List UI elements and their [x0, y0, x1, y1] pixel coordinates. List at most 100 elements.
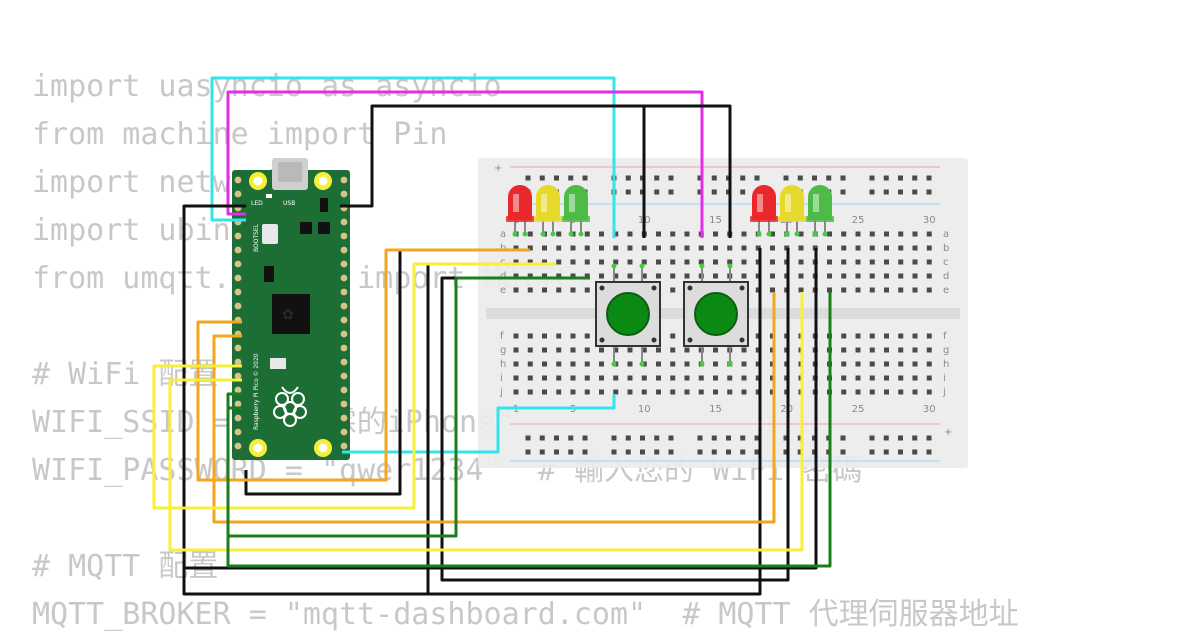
row-letter-label: d — [943, 271, 949, 282]
breadboard-hole — [527, 347, 533, 353]
breadboard-hole — [855, 231, 861, 237]
breadboard-hole — [584, 333, 590, 339]
breadboard-hole — [741, 361, 747, 367]
breadboard-hole — [527, 245, 533, 251]
breadboard-hole — [542, 375, 547, 381]
breadboard-hole — [527, 273, 533, 279]
breadboard-hole — [627, 231, 633, 237]
breadboard-hole — [741, 375, 747, 381]
breadboard-hole — [698, 375, 704, 381]
breadboard-hole — [599, 273, 604, 279]
wire-yellow-2 — [168, 292, 804, 552]
breadboard-hole — [556, 347, 562, 353]
breadboard-hole — [741, 231, 747, 237]
breadboard-hole — [841, 347, 847, 353]
pico-pin-left — [234, 400, 242, 408]
breadboard-hole — [741, 347, 747, 353]
breadboard-hole — [656, 389, 661, 395]
breadboard-hole — [912, 273, 918, 279]
breadboard-hole — [556, 273, 562, 279]
breadboard-hole — [912, 231, 918, 237]
rail-hole — [668, 435, 674, 441]
pico-pin-right — [340, 442, 348, 450]
rail-hole — [883, 175, 889, 181]
rail-hole — [898, 189, 903, 195]
breadboard-hole — [770, 231, 775, 237]
breadboard-hole — [869, 347, 875, 353]
breadboard-hole — [513, 287, 519, 293]
breadboard-hole — [698, 245, 704, 251]
breadboard-hole — [542, 333, 547, 339]
breadboard-hole — [898, 375, 904, 381]
code-line: # WiFi 配置 — [32, 357, 219, 392]
breadboard-hole — [869, 273, 875, 279]
breadboard-hole — [570, 389, 576, 395]
breadboard-hole — [584, 273, 590, 279]
breadboard-hole — [755, 389, 761, 395]
breadboard-hole — [684, 389, 690, 395]
pico-pin-left — [234, 274, 242, 282]
breadboard-hole — [926, 287, 932, 293]
rail-hole — [625, 189, 631, 195]
breadboard-hole — [584, 361, 590, 367]
pico-pin-left — [234, 358, 242, 366]
rail-hole — [840, 449, 846, 455]
rail-hole — [568, 175, 574, 181]
breadboard-hole — [627, 347, 633, 353]
breadboard-hole — [556, 287, 562, 293]
rail-hole — [883, 189, 889, 195]
breadboard-hole — [713, 347, 718, 353]
pico-pin-left — [234, 232, 242, 240]
breadboard-hole — [556, 375, 562, 381]
rail-hole — [869, 175, 875, 181]
breadboard-hole — [798, 259, 804, 265]
breadboard-hole — [599, 361, 604, 367]
breadboard-hole — [912, 287, 918, 293]
breadboard-hole — [670, 361, 676, 367]
breadboard-hole — [527, 287, 533, 293]
breadboard-hole — [684, 259, 690, 265]
breadboard-hole — [827, 287, 832, 293]
breadboard-hole — [542, 361, 547, 367]
breadboard-hole — [613, 259, 619, 265]
breadboard-hole — [884, 245, 889, 251]
breadboard-hole — [599, 347, 604, 353]
rail-hole — [912, 189, 918, 195]
rail-hole — [726, 435, 731, 441]
column-number-label: 10 — [638, 404, 651, 415]
breadboard-hole — [884, 333, 889, 339]
breadboard-hole — [869, 259, 875, 265]
breadboard-hole — [898, 333, 904, 339]
breadboard-hole — [770, 273, 775, 279]
rail-hole — [582, 175, 588, 181]
breadboard-hole — [713, 273, 718, 279]
rail-hole — [668, 189, 674, 195]
rail-plus-label-top: + — [494, 163, 502, 174]
breadboard-hole — [627, 361, 633, 367]
pico-pin-right — [340, 274, 348, 282]
breadboard-hole — [570, 347, 576, 353]
pico-pin-left — [234, 428, 242, 436]
row-letter-label: j — [942, 387, 946, 398]
column-number-label: 15 — [709, 215, 722, 226]
breadboard-hole — [684, 273, 690, 279]
pico-pin-left — [234, 344, 242, 352]
breadboard-hole — [684, 347, 690, 353]
breadboard-hole — [898, 347, 904, 353]
rail-hole — [711, 449, 717, 455]
breadboard-hole — [827, 245, 832, 251]
rail-hole — [525, 175, 531, 181]
wire-black-left-loop — [182, 204, 762, 596]
raspberry-logo-icon — [273, 386, 307, 427]
rail-hole — [525, 435, 531, 441]
breadboard-hole — [841, 231, 847, 237]
pico-pin-left — [234, 176, 242, 184]
breadboard-hole — [727, 389, 733, 395]
code-line: MQTT_BROKER = "mqtt-dashboard.com" # MQT… — [32, 597, 1019, 632]
rail-hole — [783, 435, 789, 441]
breadboard-hole — [670, 347, 676, 353]
rail-hole — [840, 175, 846, 181]
rail-hole — [869, 435, 875, 441]
pico-pin-left — [234, 414, 242, 422]
pico-board-label: Raspberry Pi Pico © 2020 — [253, 353, 260, 430]
